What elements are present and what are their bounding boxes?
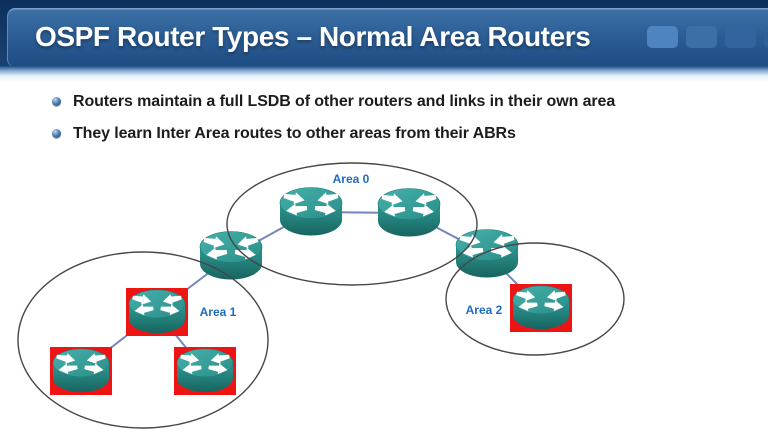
bullet-text: Routers maintain a full LSDB of other ro… xyxy=(73,93,616,110)
bullet-list: Routers maintain a full LSDB of other ro… xyxy=(52,91,752,155)
bullet-icon xyxy=(52,129,61,138)
area-label-area-2: Area 2 xyxy=(466,303,503,317)
areas-layer: Area 0 Area 1 Area 2 xyxy=(17,162,625,429)
routers-layer xyxy=(50,188,572,395)
router-icon xyxy=(280,188,342,236)
decor-square-3 xyxy=(725,26,756,48)
bullet-text: They learn Inter Area routes to other ar… xyxy=(73,125,516,142)
bullet-item: Routers maintain a full LSDB of other ro… xyxy=(52,91,752,112)
header-glow-divider xyxy=(0,66,768,82)
router-icon xyxy=(53,349,109,392)
router-icon xyxy=(378,189,440,237)
router-area1-router-2 xyxy=(50,347,112,395)
header-panel: OSPF Router Types – Normal Area Routers xyxy=(7,8,768,67)
router-icon xyxy=(177,349,233,392)
area-ellipse-area-1 xyxy=(17,251,269,429)
router-area2-router-1 xyxy=(510,284,572,332)
router-backbone-router-2 xyxy=(378,189,440,237)
slide-header: OSPF Router Types – Normal Area Routers xyxy=(0,0,768,82)
router-area1-router-3 xyxy=(174,347,236,395)
area-label-area-0: Area 0 xyxy=(333,172,370,186)
router-icon xyxy=(513,286,569,329)
router-abr-area2 xyxy=(456,230,518,278)
area-ellipse-area-2 xyxy=(445,242,625,356)
area-label-area-1: Area 1 xyxy=(200,305,237,319)
header-decor-squares xyxy=(647,26,768,48)
router-area1-router-1 xyxy=(126,288,188,336)
bullet-icon xyxy=(52,97,61,106)
decor-square-2 xyxy=(686,26,717,48)
page-title: OSPF Router Types – Normal Area Routers xyxy=(35,21,591,52)
router-icon xyxy=(456,230,518,278)
router-icon xyxy=(129,290,185,333)
decor-square-1 xyxy=(647,26,678,48)
decor-square-4 xyxy=(764,26,768,48)
router-backbone-router-1 xyxy=(280,188,342,236)
area-ellipse-area-0 xyxy=(226,162,478,286)
bullet-item: They learn Inter Area routes to other ar… xyxy=(52,123,752,144)
